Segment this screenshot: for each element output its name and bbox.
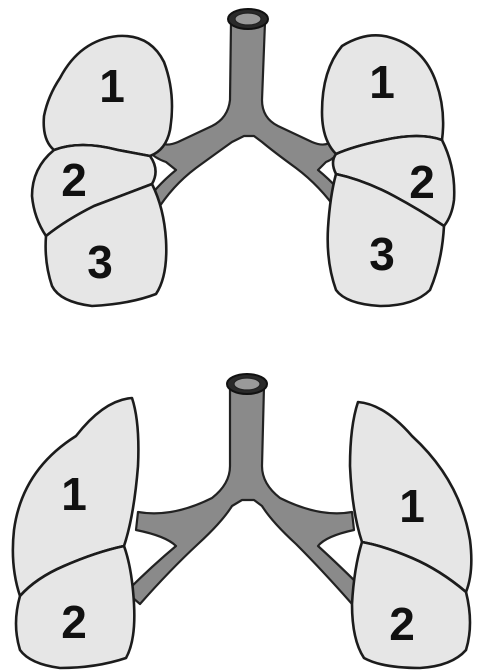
top-left-lobe-1-label: 1: [99, 60, 125, 112]
top-airway-tree: [142, 9, 352, 212]
top-trachea-lumen: [235, 13, 261, 25]
bottom-airway-tree: [126, 374, 366, 604]
bottom-right-lobe-2-label: 2: [389, 598, 415, 650]
top-left-lung: 1 2 3: [32, 36, 172, 306]
top-left-lobe-2-label: 2: [61, 154, 87, 206]
top-left-lobe-3-label: 3: [87, 236, 113, 288]
bottom-right-lobe-1-label: 1: [399, 480, 425, 532]
bottom-diagram: 1 2 1 2: [13, 374, 471, 668]
top-diagram: 1 2 3 1 2 3: [32, 9, 454, 306]
bottom-left-lobe-2-label: 2: [61, 596, 87, 648]
top-right-lung: 1 2 3: [322, 35, 454, 306]
bottom-left-lobe-1-label: 1: [61, 468, 87, 520]
bottom-trachea: [126, 386, 366, 604]
top-right-lobe-1-label: 1: [369, 56, 395, 108]
bottom-trachea-lumen: [234, 378, 260, 390]
top-right-lobe-3-label: 3: [369, 228, 395, 280]
top-trachea: [142, 22, 352, 212]
bottom-right-lung: 1 2: [350, 402, 471, 668]
bottom-left-lung: 1 2: [13, 398, 139, 668]
top-right-lobe-2-label: 2: [409, 156, 435, 208]
